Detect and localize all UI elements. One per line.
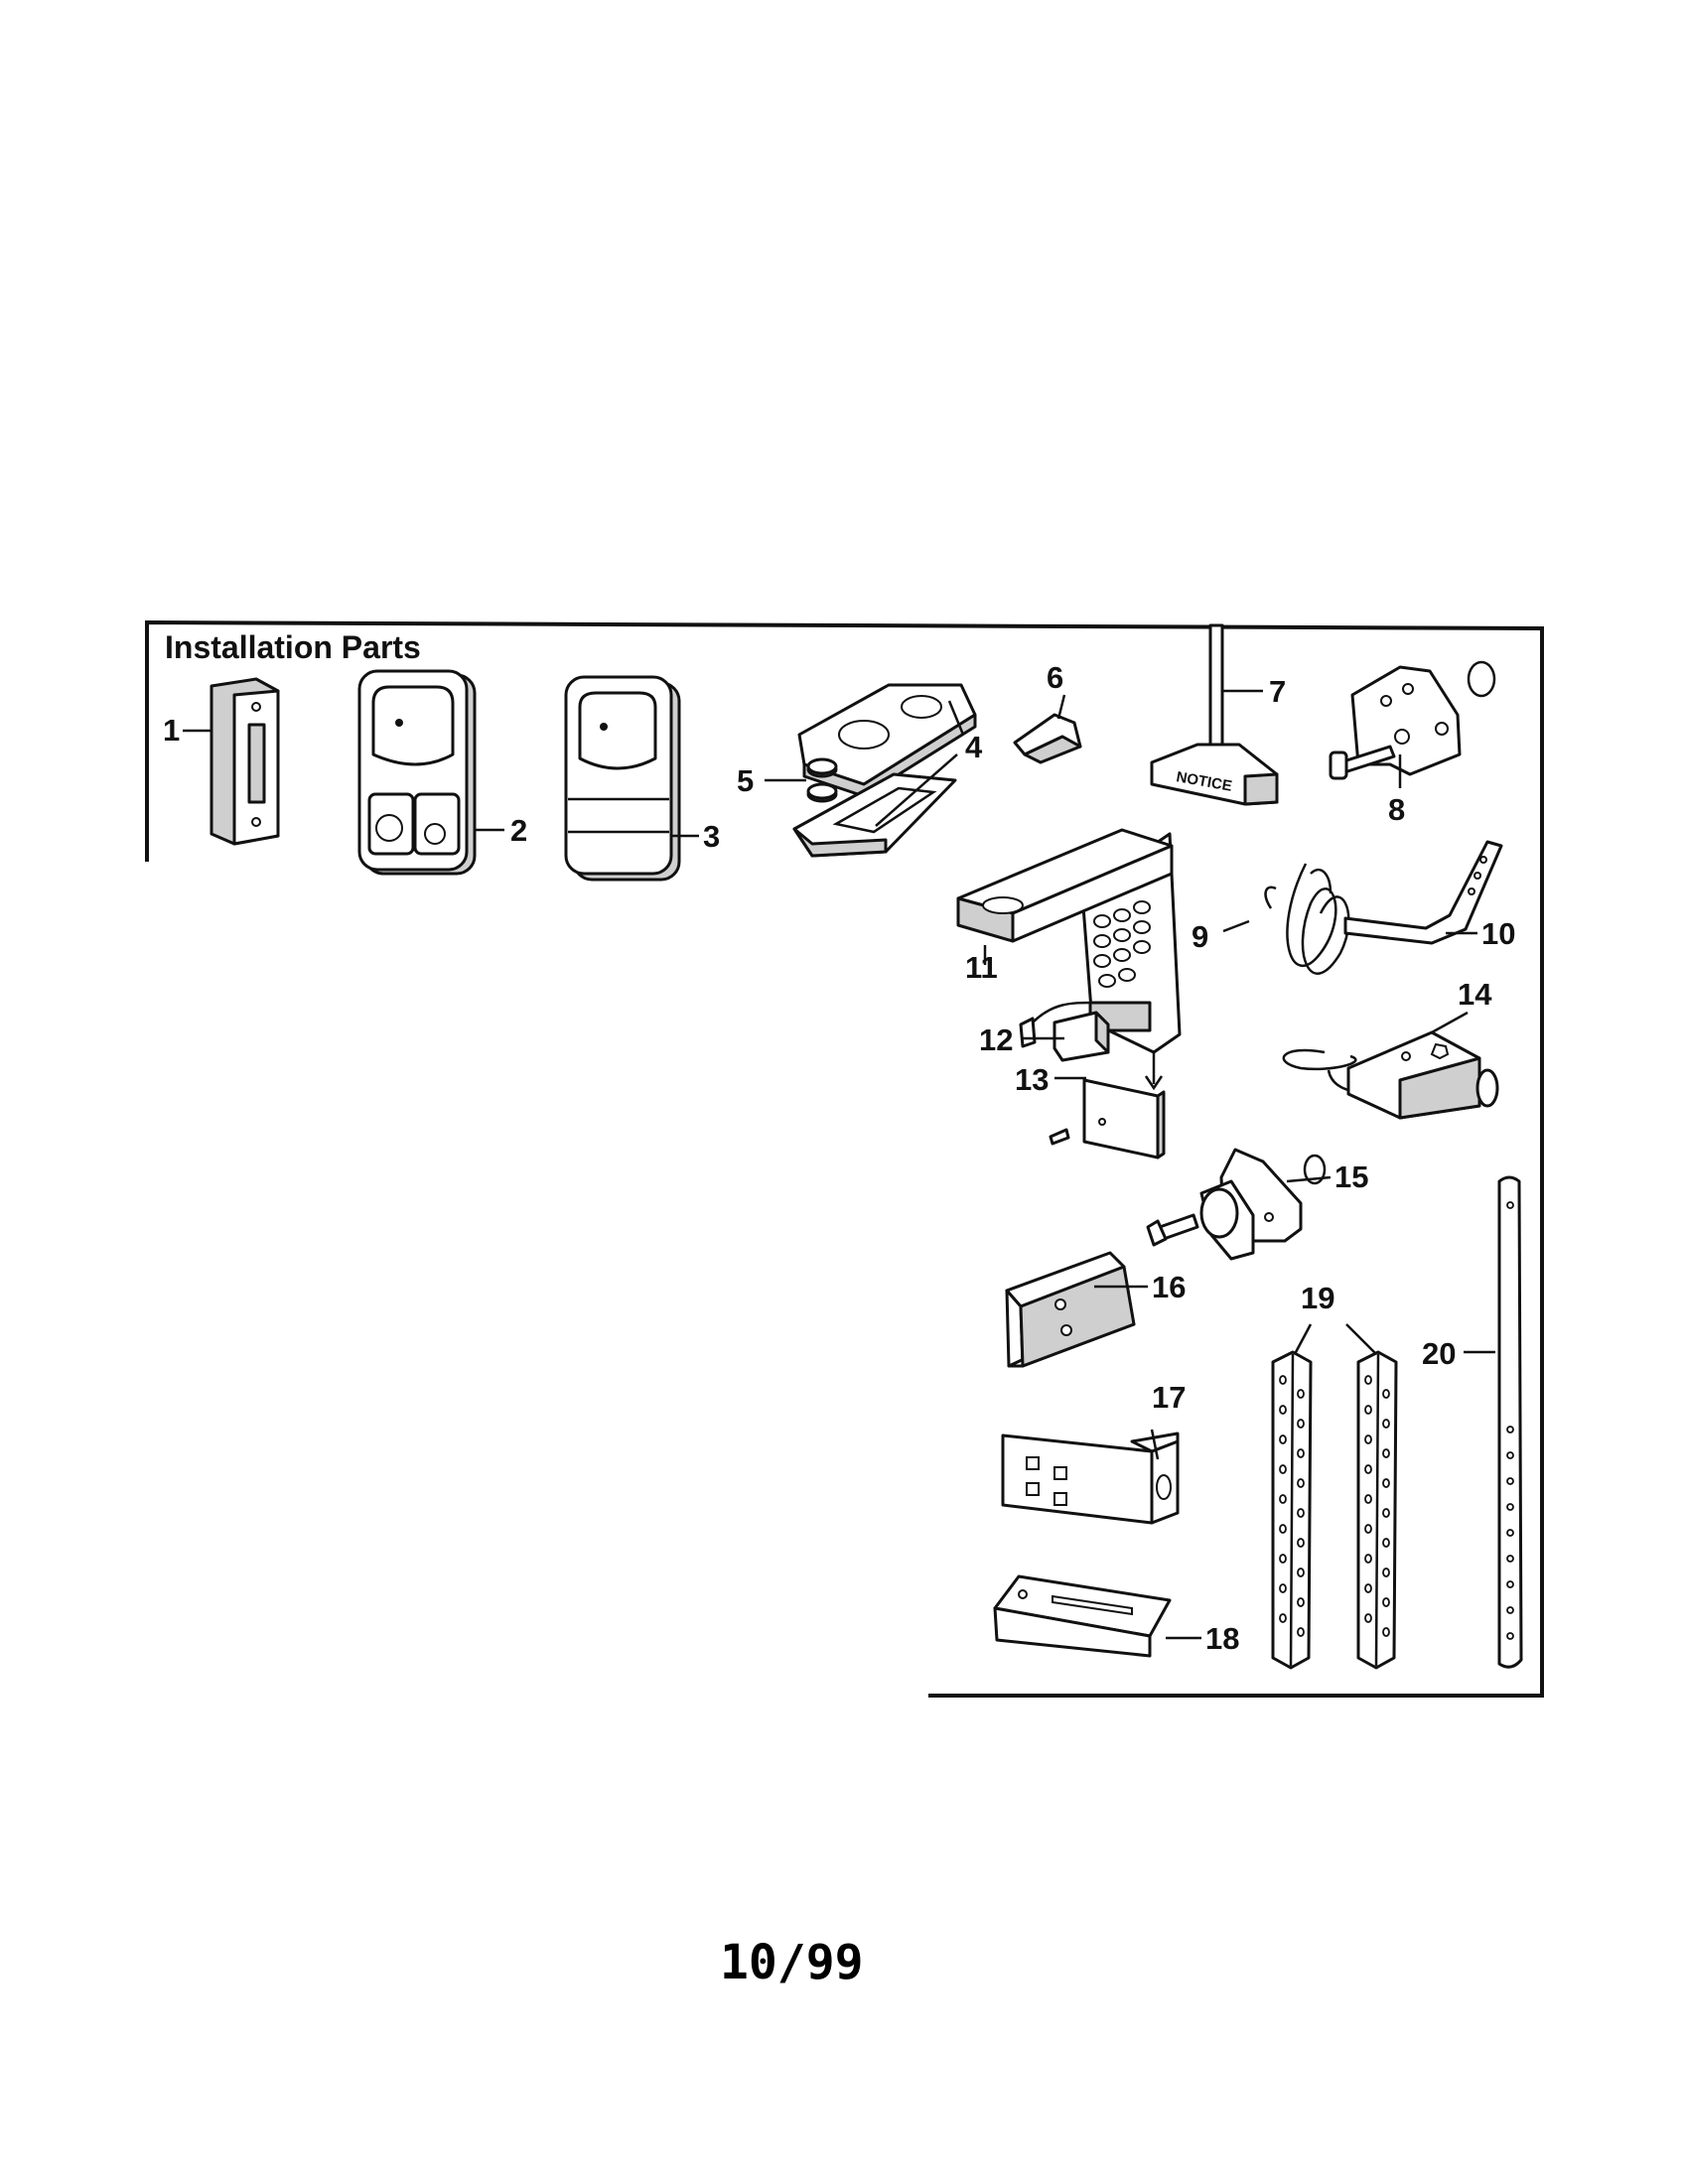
part-18-angle-iron-bracket bbox=[993, 1574, 1172, 1658]
callout-6: 6 bbox=[1047, 660, 1063, 695]
callout-18: 18 bbox=[1205, 1621, 1239, 1656]
part-19-perforated-angle-left bbox=[1271, 1350, 1313, 1670]
callout-20: 20 bbox=[1422, 1336, 1456, 1371]
callout-3: 3 bbox=[703, 819, 720, 854]
callout-labels: 1 2 3 4 5 6 7 8 9 10 11 12 13 14 15 16 1… bbox=[163, 660, 1515, 1656]
callout-4: 4 bbox=[965, 730, 983, 764]
callout-1: 1 bbox=[163, 713, 180, 748]
callout-14: 14 bbox=[1458, 977, 1492, 1012]
part-14-safety-sensor bbox=[1282, 1030, 1499, 1120]
callout-11: 11 bbox=[965, 950, 998, 985]
callout-2: 2 bbox=[510, 813, 527, 848]
callout-12: 12 bbox=[979, 1023, 1013, 1057]
callout-13: 13 bbox=[1015, 1062, 1049, 1097]
diagram-frame bbox=[145, 619, 1544, 1698]
part-20-door-arm-strap bbox=[1497, 1175, 1523, 1669]
part-4-wall-control-base bbox=[792, 772, 957, 858]
callout-15: 15 bbox=[1334, 1160, 1368, 1194]
part-15-sensor-bracket bbox=[1146, 1148, 1327, 1261]
part-7-warning-sign: NOTICE bbox=[1150, 623, 1279, 806]
part-6-clip bbox=[1013, 713, 1082, 764]
leader-lines bbox=[183, 689, 1495, 1640]
callout-10: 10 bbox=[1481, 916, 1515, 951]
callout-5: 5 bbox=[737, 763, 754, 798]
part-19-perforated-angle-right bbox=[1356, 1350, 1398, 1670]
part-16-mounting-bracket bbox=[1005, 1251, 1136, 1368]
part-10-curved-door-arm bbox=[1343, 840, 1503, 945]
callout-7: 7 bbox=[1269, 674, 1286, 709]
part-17-angle-bracket bbox=[1001, 1432, 1180, 1525]
footer-date: 10/99 bbox=[720, 1935, 864, 1990]
part-8-door-bracket bbox=[1329, 660, 1496, 780]
part-3-remote-control bbox=[564, 675, 681, 882]
part-9-bell-wire bbox=[1264, 863, 1350, 975]
callout-19: 19 bbox=[1301, 1281, 1334, 1315]
part-11-keypad bbox=[956, 828, 1182, 1054]
callout-17: 17 bbox=[1152, 1380, 1186, 1415]
part-5-button-caps bbox=[806, 757, 838, 803]
callout-8: 8 bbox=[1388, 792, 1405, 827]
callout-9: 9 bbox=[1192, 919, 1208, 954]
section-title: Installation Parts bbox=[165, 629, 421, 665]
part-2-remote-control bbox=[357, 669, 477, 876]
part-13-battery-cover bbox=[1049, 1050, 1166, 1160]
part-1-push-button bbox=[210, 677, 280, 846]
callout-16: 16 bbox=[1152, 1270, 1186, 1304]
